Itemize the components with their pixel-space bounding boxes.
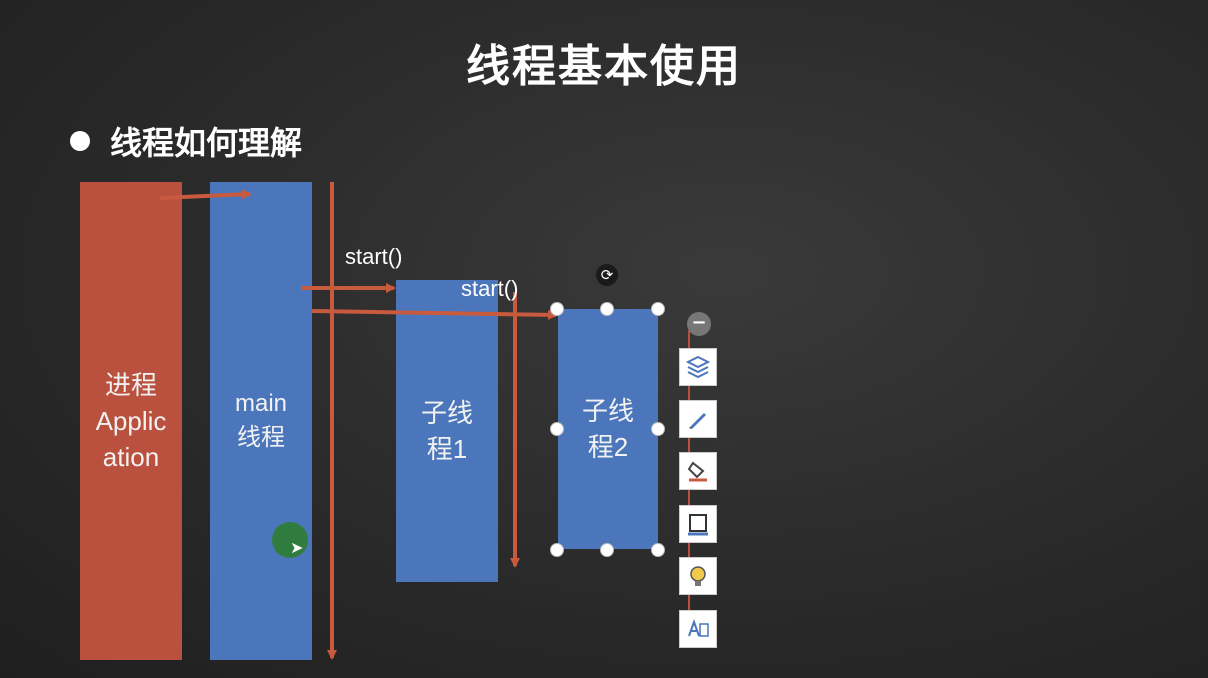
design-ideas-button[interactable] bbox=[679, 557, 717, 595]
fill-icon bbox=[687, 461, 707, 482]
arrow-start-sub2 bbox=[311, 309, 558, 320]
collapse-toolbar-icon[interactable]: − bbox=[687, 312, 711, 336]
resize-handle-bottom-left[interactable] bbox=[550, 543, 564, 557]
lightbulb-icon bbox=[690, 566, 706, 586]
slide-title: 线程基本使用 bbox=[466, 41, 742, 92]
main-thread-label-1: main bbox=[234, 390, 288, 417]
bullet-dot-icon bbox=[70, 131, 90, 151]
arrow-process-to-main bbox=[159, 189, 252, 200]
alt-text-icon bbox=[688, 619, 709, 637]
resize-handle-bottom-right[interactable] bbox=[651, 543, 665, 557]
mouse-cursor-icon: ➤ bbox=[290, 538, 304, 557]
outline-button[interactable] bbox=[679, 505, 717, 543]
layers-icon bbox=[685, 355, 711, 379]
resize-handle-right[interactable] bbox=[651, 422, 665, 436]
sub-thread-2-label-1: 子线 bbox=[581, 396, 634, 426]
resize-handle-left[interactable] bbox=[550, 422, 564, 436]
resize-handle-top-left[interactable] bbox=[550, 302, 564, 316]
process-label-1: 进程 bbox=[104, 370, 157, 400]
main-thread-label-2: 线程 bbox=[237, 424, 285, 451]
resize-handle-top[interactable] bbox=[600, 302, 614, 316]
start-label-1: start() bbox=[345, 244, 403, 269]
resize-handle-top-right[interactable] bbox=[651, 302, 665, 316]
alt-text-button[interactable] bbox=[679, 610, 717, 648]
bullet-item: 线程如何理解 bbox=[70, 118, 302, 164]
main-thread-box[interactable]: main 线程 bbox=[210, 182, 312, 660]
sub-thread-2-box[interactable]: 子线 程2 bbox=[558, 309, 658, 549]
pen-icon bbox=[689, 413, 706, 429]
cursor-highlight bbox=[272, 522, 308, 558]
pen-button[interactable] bbox=[679, 400, 717, 438]
sub-thread-1-label-2: 程1 bbox=[426, 434, 468, 464]
start-label-2: start() bbox=[461, 276, 519, 301]
process-label-3: ation bbox=[102, 442, 160, 472]
bullet-text: 线程如何理解 bbox=[110, 124, 303, 162]
resize-handle-bottom[interactable] bbox=[600, 543, 614, 557]
sub-thread-2-label-2: 程2 bbox=[587, 432, 629, 462]
process-label-2: Applic bbox=[95, 406, 167, 436]
outline-icon bbox=[688, 514, 708, 536]
fill-button[interactable] bbox=[679, 452, 717, 490]
process-box[interactable]: 进程 Applic ation bbox=[80, 182, 182, 660]
layers-button[interactable] bbox=[679, 348, 717, 386]
rotate-handle-icon[interactable]: ⟳ bbox=[596, 264, 618, 286]
sub-thread-1-box[interactable]: 子线 程1 bbox=[396, 280, 498, 582]
sub-thread-1-label-1: 子线 bbox=[420, 398, 473, 428]
